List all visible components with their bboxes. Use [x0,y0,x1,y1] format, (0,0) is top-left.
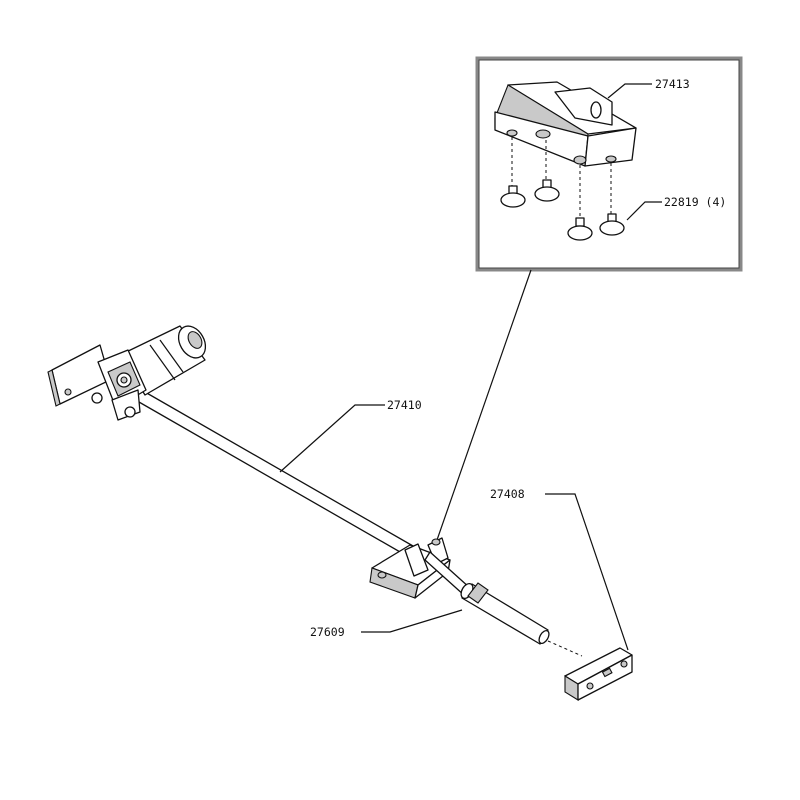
inset-pointer-line [436,269,532,541]
screw [599,213,625,236]
screw [534,179,560,202]
leader-27413 [607,83,652,99]
end-plate-part [564,647,633,701]
coupler-part [424,551,550,645]
screw [567,217,593,241]
motor-assembly [47,325,207,421]
leader-27609 [361,609,463,633]
callout-27408: 27408 [490,487,525,501]
end-plate-guide-line [547,640,583,657]
callout-27609: 27609 [310,625,345,639]
leader-27410 [279,404,385,473]
drive-shaft-part [131,387,421,561]
callout-27413: 27413 [655,77,690,91]
leader-22819 [626,201,662,221]
leader-27408 [545,493,629,651]
mounting-bracket-part [494,81,637,167]
mounting-screws-part [500,179,625,241]
screw-guide-lines [511,137,612,218]
callout-22819: 22819 (4) [664,195,726,209]
screw [500,185,526,208]
callout-27410: 27410 [387,398,422,412]
